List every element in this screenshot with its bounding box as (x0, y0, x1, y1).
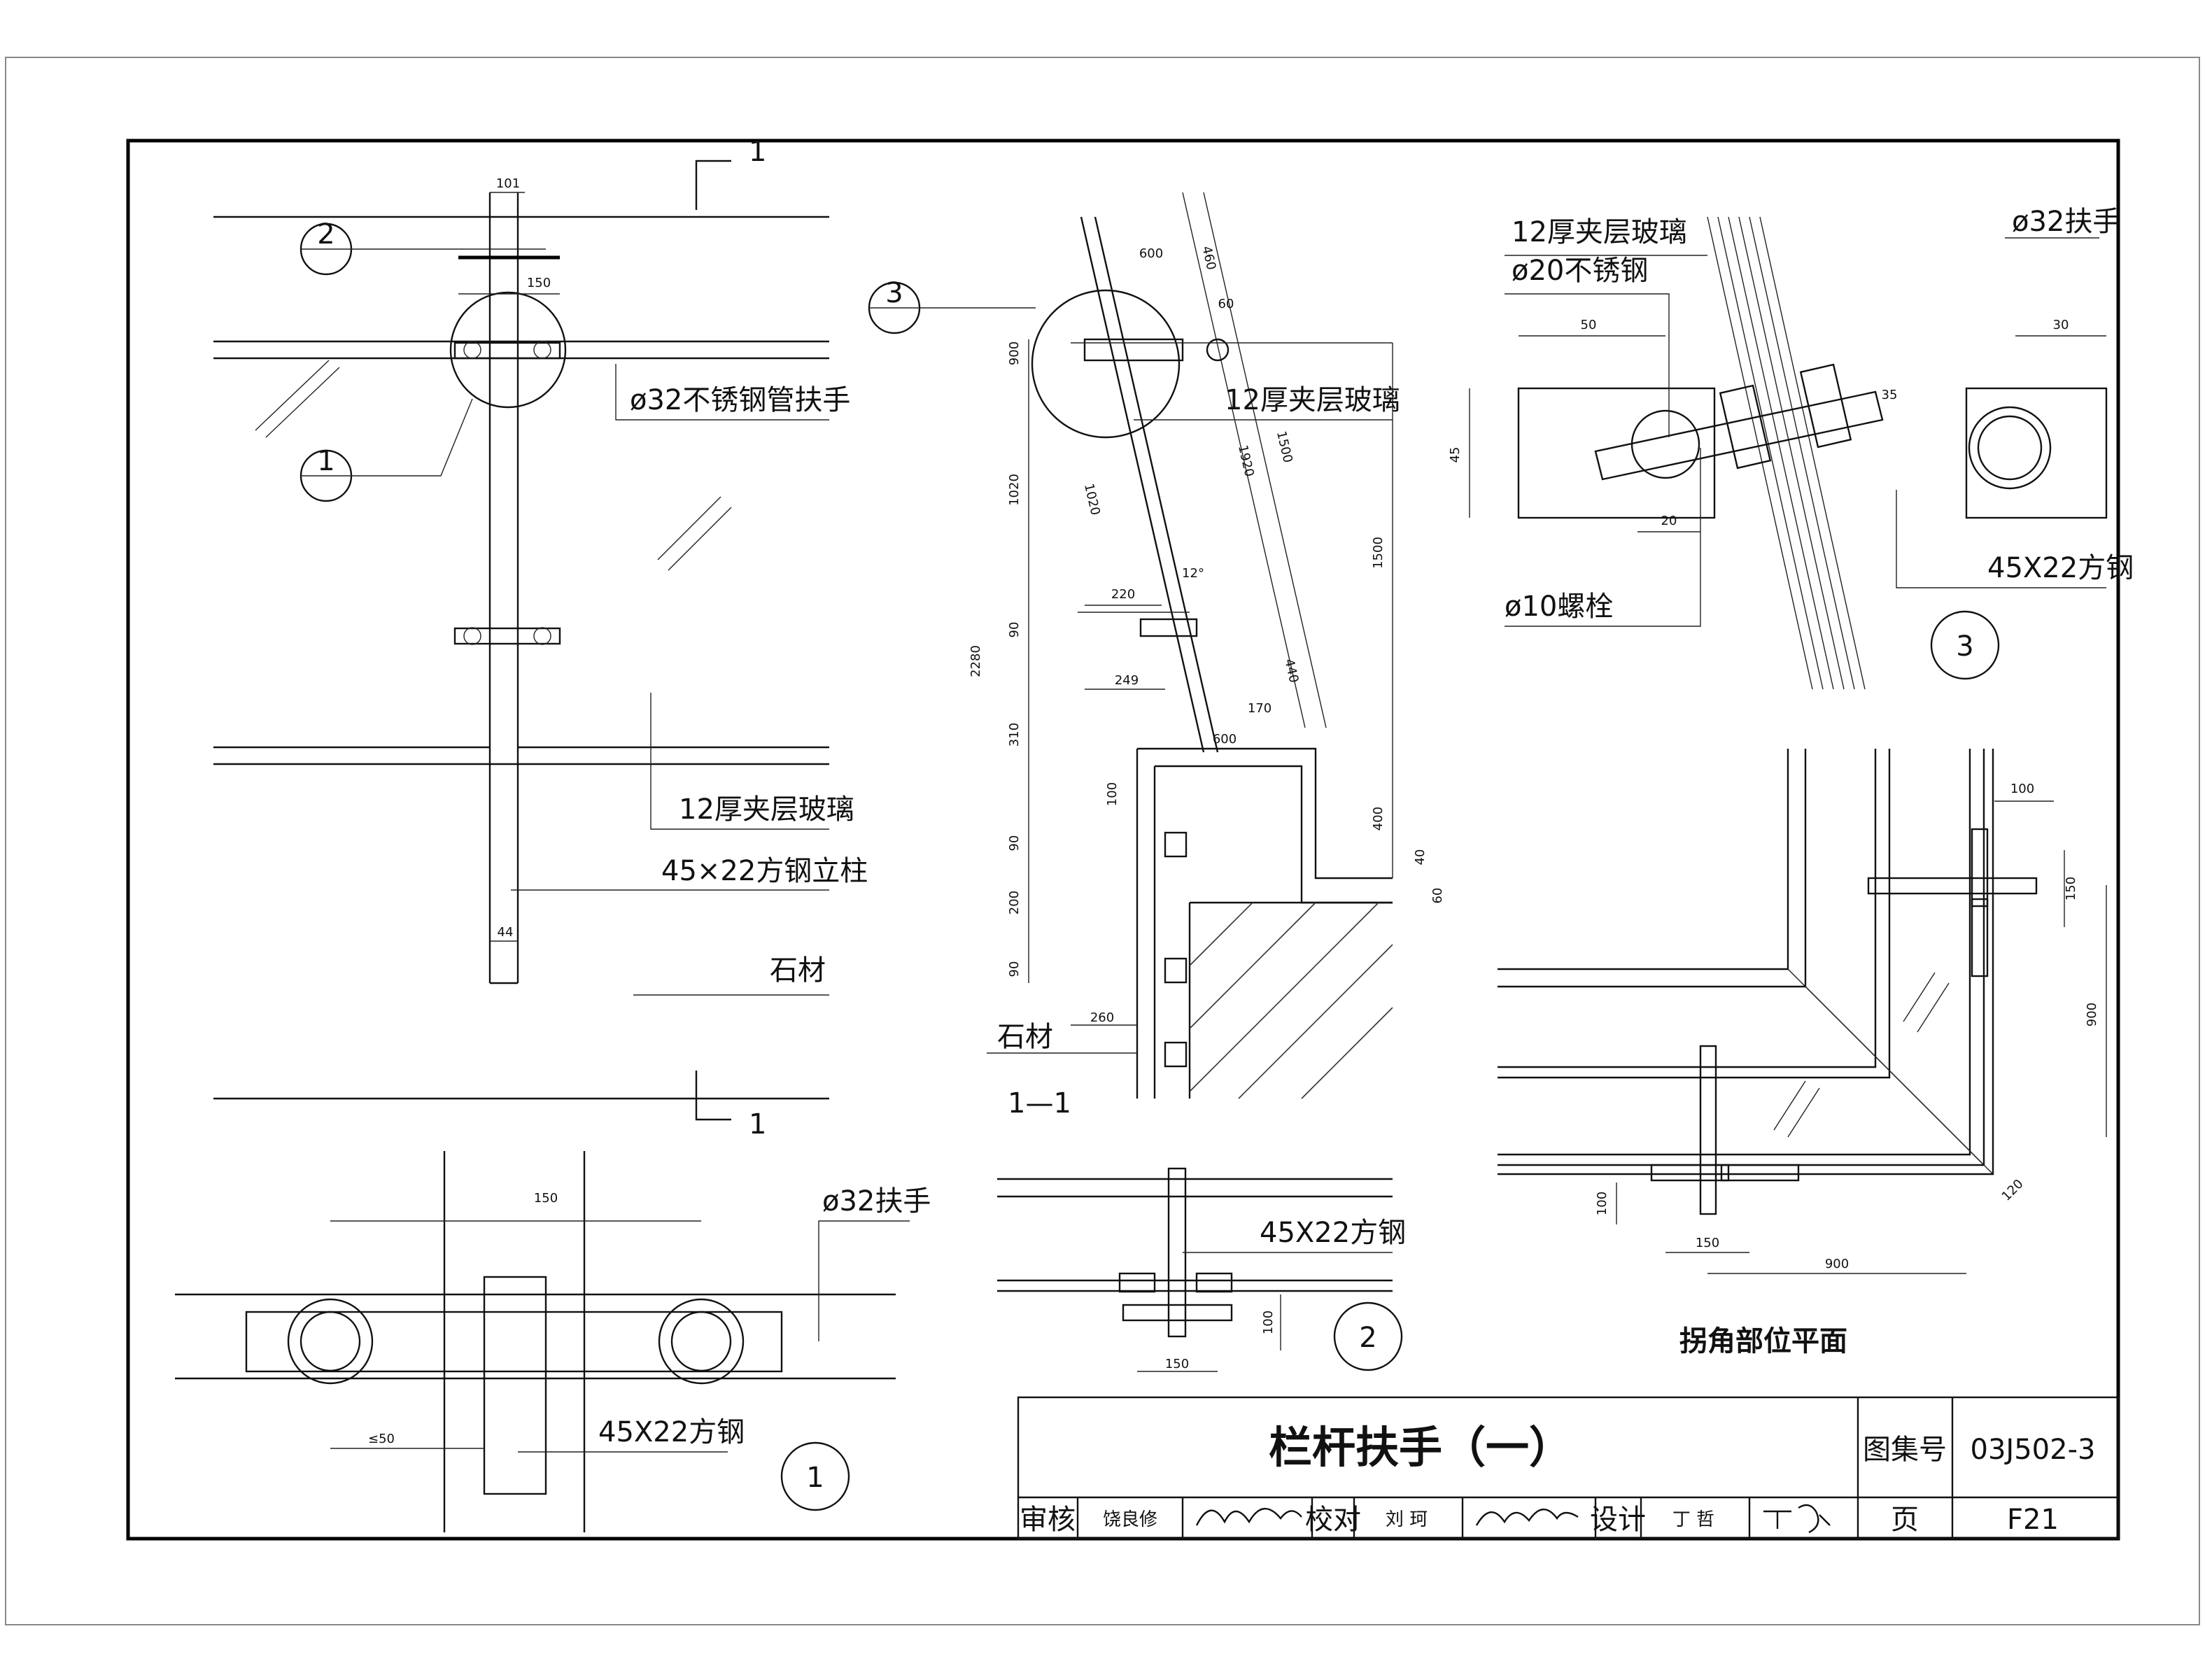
railing-elevation: 1 1 2 1 101 150 44 ø32不锈钢管扶手 12厚夹层玻璃 45×… (213, 136, 868, 1141)
detail-2-number-circle (1333, 1301, 1403, 1371)
sec-dim-260: 260 (1090, 1010, 1114, 1025)
elev-label-glass: 12厚夹层玻璃 (679, 793, 854, 826)
detail-2-number: 2 (1359, 1322, 1376, 1354)
cp-dim-100-bottom: 100 (1595, 1192, 1609, 1215)
section-title: 1—1 (1008, 1087, 1071, 1120)
sec-dim-60-floor: 60 (1430, 888, 1445, 904)
cp-dim-900-right: 900 (2085, 1003, 2099, 1026)
detail-3-number: 3 (1956, 630, 1973, 663)
cp-dim-100-top: 100 (2010, 782, 2034, 796)
sec-dim-90-b: 90 (1007, 622, 1022, 638)
check-label: 校对 (1305, 1504, 1361, 1536)
elev-label-post: 45×22方钢立柱 (661, 855, 868, 887)
detail-1-callout-circle (449, 291, 567, 409)
atlas-label: 图集号 (1863, 1434, 1947, 1466)
corner-plan: 100 150 900 100 150 900 120 拐角部位平面 (1498, 749, 2107, 1357)
atlas-number: 03J502-3 (1971, 1434, 2096, 1466)
sec-dim-90-d: 90 (1007, 961, 1022, 977)
d2-label-square-steel: 45X22方钢 (1260, 1217, 1406, 1249)
detail-1-number: 1 (806, 1462, 824, 1494)
d3-dim-20: 20 (1661, 514, 1677, 528)
d3-label-glass: 12厚夹层玻璃 (1512, 216, 1687, 248)
d3-dim-30: 30 (2053, 318, 2069, 332)
callout-1-label: 1 (317, 445, 334, 477)
d1-label-square-steel: 45X22方钢 (598, 1416, 745, 1448)
d1-dim-150: 150 (534, 1191, 558, 1206)
section-1-1: 3 2280 900 1020 90 310 90 200 90 (868, 192, 1445, 1120)
page-label: 页 (1891, 1504, 1919, 1536)
sec-dim-400: 400 (1371, 807, 1386, 831)
sec-dim-900: 1020 (1007, 474, 1022, 506)
sec-label-stone: 石材 (997, 1021, 1053, 1053)
review-label: 审核 (1020, 1504, 1076, 1536)
d3-dim-45: 45 (1448, 447, 1463, 463)
detail-1: 150 ≤50 ø32扶手 45X22方钢 1 (175, 1151, 931, 1532)
sec-dim-100: 100 (1105, 782, 1120, 806)
sec-dim-460: 460 (1199, 245, 1218, 271)
sec-dim-1020-a: 1020 (1081, 482, 1103, 516)
detail-3-number-circle (1930, 610, 2000, 680)
check-signature (1475, 1509, 1579, 1526)
elev-dim-44: 44 (498, 925, 514, 940)
d2-dim-100: 100 (1261, 1311, 1276, 1334)
elev-dim-150: 150 (527, 276, 551, 290)
d3-dim-35: 35 (1882, 388, 1898, 402)
design-name: 丁 哲 (1672, 1509, 1714, 1530)
d3-label-square-steel: 45X22方钢 (1987, 552, 2134, 584)
d3-label-rod: ø20不锈钢 (1512, 255, 1648, 287)
d3-dim-50: 50 (1581, 318, 1597, 332)
sec-dim-440: 440 (1281, 658, 1301, 684)
design-label: 设计 (1590, 1504, 1646, 1536)
detail-2: 45X22方钢 100 150 2 (997, 1167, 1406, 1372)
sec-dim-12deg: 12° (1182, 566, 1204, 581)
title-block: 栏杆扶手（一） 图集号 03J502-3 页 F21 审核 饶良修 校对 刘 珂… (1017, 1396, 2120, 1540)
detail-3-callout-circle (1031, 289, 1181, 439)
check-name: 刘 珂 (1386, 1509, 1428, 1530)
d3-label-bolt: ø10螺栓 (1505, 591, 1613, 623)
sec-dim-600-bottom: 600 (1213, 732, 1237, 747)
section-mark-bottom: 1 (749, 1108, 766, 1141)
elev-label-stone: 石材 (770, 954, 826, 987)
sec-dim-1500: 1500 (1371, 537, 1386, 569)
sec-dim-40: 40 (1413, 849, 1428, 866)
sec-dim-90-a: 900 (1007, 341, 1022, 365)
d2-dim-150: 150 (1165, 1357, 1189, 1371)
cp-dim-120: 120 (1999, 1177, 2027, 1204)
sheet-title: 栏杆扶手（一） (1269, 1422, 1572, 1473)
sec-dim-1920: 1500 (1274, 430, 1295, 464)
d1-label-handrail: ø32扶手 (822, 1185, 931, 1217)
sec-dim-170: 170 (1248, 701, 1271, 716)
cp-dim-150-right: 150 (2064, 877, 2078, 901)
sec-dim-220: 220 (1111, 587, 1135, 602)
detail-3: 50 30 45 20 35 12厚夹层玻璃 ø20不锈钢 ø32扶手 45X2… (1448, 206, 2134, 690)
outer-border (5, 57, 2200, 1625)
page-number: F21 (2007, 1504, 2059, 1536)
sec-dim-310: 310 (1007, 723, 1022, 747)
detail-1-number-circle (780, 1441, 850, 1511)
cp-dim-150-bottom: 150 (1696, 1236, 1719, 1250)
design-signature (1763, 1504, 1831, 1534)
sec-dim-200: 200 (1007, 891, 1022, 915)
elev-dim-101: 101 (496, 176, 520, 191)
section-mark-top: 1 (749, 136, 766, 168)
cp-dim-900-bottom: 900 (1825, 1257, 1849, 1271)
d1-dim-50: ≤50 (368, 1432, 395, 1446)
review-name: 饶良修 (1103, 1509, 1157, 1530)
elev-label-handrail: ø32不锈钢管扶手 (630, 384, 850, 416)
sec-dim-1020-b: 1920 (1235, 444, 1257, 478)
sec-dim-249: 249 (1115, 673, 1139, 688)
sec-dim-600-top: 600 (1139, 246, 1163, 261)
callout-2-label: 2 (317, 218, 334, 250)
sec-dim-2280: 2280 (968, 645, 983, 677)
d3-label-handrail: ø32扶手 (2012, 206, 2120, 238)
sec-dim-60-top: 60 (1218, 297, 1234, 311)
review-signature (1195, 1507, 1302, 1526)
corner-plan-title: 拐角部位平面 (1679, 1325, 1847, 1357)
sec-label-glass: 12厚夹层玻璃 (1225, 384, 1400, 416)
callout-3-label: 3 (885, 277, 903, 309)
sec-dim-90-c: 90 (1007, 835, 1022, 852)
